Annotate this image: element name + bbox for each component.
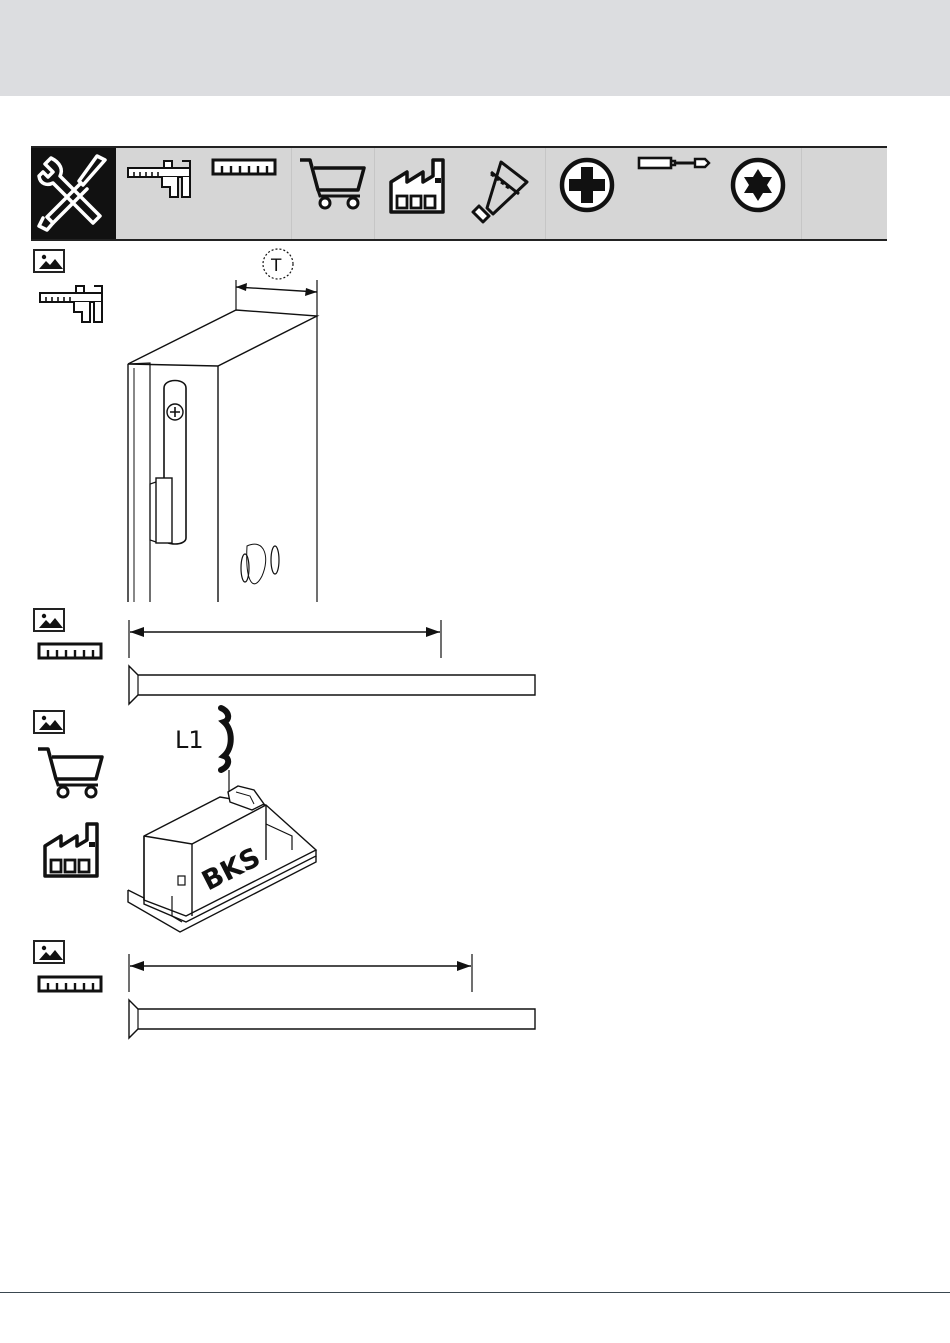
screw-length-drawing (122, 618, 542, 706)
image-icon[interactable] (33, 940, 65, 964)
tool-toolbar (31, 146, 887, 241)
factory-icon[interactable] (376, 148, 461, 239)
footer-divider (0, 1292, 950, 1293)
factory-icon (36, 818, 106, 880)
ruler-icon[interactable] (206, 148, 291, 239)
torx-screw-icon[interactable] (716, 148, 801, 239)
shopping-cart-icon (36, 745, 106, 801)
part-label: L1 (175, 726, 204, 754)
image-icon[interactable] (33, 608, 65, 632)
hacksaw-icon[interactable] (461, 148, 546, 239)
dimension-label: T (270, 256, 282, 276)
phillips-screw-icon[interactable] (546, 148, 631, 239)
tools-icon[interactable] (31, 148, 116, 239)
image-icon[interactable] (33, 249, 65, 273)
ruler-icon (37, 642, 107, 664)
screwdriver-icon[interactable] (631, 148, 716, 239)
image-icon[interactable] (33, 710, 65, 734)
caliper-icon[interactable] (116, 148, 206, 239)
screw-length-drawing (122, 952, 542, 1040)
ruler-icon (37, 975, 107, 997)
door-thickness-drawing: T (120, 246, 330, 602)
header-band (0, 0, 950, 96)
toolbar-separator (374, 148, 375, 239)
toolbar-separator (801, 148, 802, 239)
striker-box-drawing: L1 BKS (120, 700, 330, 936)
caliper-icon (38, 284, 108, 326)
shopping-cart-icon[interactable] (292, 148, 377, 239)
